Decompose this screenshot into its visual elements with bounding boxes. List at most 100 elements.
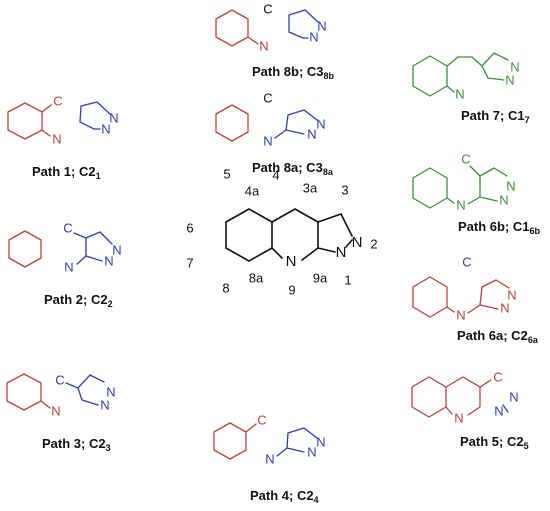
bond: [317, 247, 336, 253]
bond: [446, 197, 455, 204]
carbon-atom: C: [461, 151, 470, 166]
nitrogen-atom: N: [307, 126, 316, 141]
nitrogen-9: N: [286, 253, 297, 270]
carbon-atom: C: [257, 412, 266, 427]
bond: [446, 56, 459, 67]
nitrogen-atom: N: [307, 444, 316, 459]
carbon-atom: C: [55, 372, 64, 387]
atom-number: 1: [344, 272, 351, 287]
nitrogen-atom: N: [100, 397, 109, 412]
nitrogen-atom: N: [507, 287, 516, 302]
path4-caption: Path 4; C24: [250, 488, 319, 505]
path2-caption: Path 2; C22: [44, 292, 113, 309]
bond: [445, 406, 453, 415]
pyrazolidine-ring: [77, 374, 105, 406]
nitrogen-atom: N: [454, 410, 463, 425]
bond: [286, 447, 305, 453]
cyclohexane-ring: [225, 208, 273, 262]
cyclohexane-ring: [6, 373, 42, 411]
atom-number: 7: [186, 255, 193, 270]
carbon-atom: C: [263, 90, 272, 105]
nitrogen-atom: N: [455, 86, 464, 101]
path8b-caption: Path 8b; C38b: [252, 64, 335, 81]
carbon-atom: C: [462, 254, 471, 269]
atom-number: 6: [186, 220, 193, 235]
nitrogen-atom: N: [510, 59, 519, 74]
cyclohexane-ring: [215, 9, 249, 47]
nitrogen-atom: N: [109, 110, 118, 125]
bond: [471, 56, 483, 67]
atom-number: 2: [370, 236, 377, 251]
nitrogen-atom: N: [506, 178, 515, 193]
carbon-atom: C: [63, 220, 72, 235]
cyclohexane-ring: [213, 422, 247, 460]
core-molecule: N N N: [225, 208, 363, 270]
atom-number: 4a: [245, 183, 260, 198]
nitrogen-1: N: [336, 244, 347, 261]
nitrogen-2: N: [352, 234, 363, 251]
path8b-fragments: N C N N: [215, 1, 327, 53]
bond: [247, 36, 259, 45]
atom-number: 9: [288, 282, 295, 297]
pyrazolidine-ring: [79, 101, 111, 130]
bond: [479, 379, 492, 388]
bond: [245, 423, 257, 433]
nitrogen-atom: N: [265, 451, 274, 466]
atom-number: 3: [341, 182, 348, 197]
pyrazolidine-ring: [276, 427, 318, 457]
carbon-atom: C: [263, 1, 272, 16]
path6a-caption: Path 6a; C26a: [457, 328, 539, 345]
cyclohexane-ring: [215, 104, 249, 142]
cyclohexane-ring: [411, 376, 447, 418]
nitrogen-atom: N: [499, 192, 508, 207]
pyrazolidine-ring: [288, 9, 319, 39]
nitrogen-atom: N: [259, 38, 268, 53]
bond: [469, 165, 481, 177]
carbon-atom: C: [493, 369, 502, 384]
nitrogen-atom: N: [263, 133, 272, 148]
atom-number: 5: [223, 166, 230, 181]
atom-number: 8: [222, 280, 229, 295]
path3-fragments: N C N N: [6, 372, 116, 418]
nitrogen-atom: N: [309, 29, 318, 44]
nitrogen-atom: N: [505, 72, 514, 87]
bond: [65, 382, 79, 389]
nitrogen-atom: N: [456, 197, 465, 212]
bond: [317, 213, 342, 223]
pyrazolidine-ring: [479, 167, 508, 198]
path6b-fragments: N C N N: [412, 151, 516, 212]
bond: [40, 400, 51, 409]
nitrogen-atom: N: [52, 131, 61, 146]
bond: [85, 255, 103, 262]
cyclohexane-ring: [8, 230, 42, 268]
path3-caption: Path 3; C23: [42, 436, 111, 453]
nitrogen-atom: N: [101, 121, 110, 136]
path1-caption: Path 1; C21: [32, 164, 101, 181]
bond: [502, 404, 509, 413]
bond: [446, 85, 455, 93]
bond: [285, 129, 305, 135]
nitrogen-atom: N: [316, 434, 325, 449]
cyclohexane-ring: [412, 276, 448, 318]
path7-caption: Path 7; C17: [461, 108, 530, 125]
pyrazolidine-ring: [76, 231, 113, 265]
atom-number: 3a: [303, 180, 318, 195]
atom-number: 9a: [313, 270, 328, 285]
bond: [340, 213, 353, 237]
nitrogen-atom: N: [64, 259, 73, 274]
bond: [345, 239, 353, 248]
bond: [479, 304, 499, 310]
pyrazolidine-ring: [481, 52, 509, 81]
bond: [41, 104, 52, 113]
nitrogen-atom: N: [494, 403, 503, 418]
bond: [73, 232, 87, 239]
atom-number: 4: [272, 167, 279, 182]
carbon-atom: C: [53, 93, 62, 108]
path8a-caption: Path 8a; C38a: [252, 160, 334, 177]
cyclohexane-ring: [7, 102, 43, 140]
nitrogen-atom: N: [51, 403, 60, 418]
bond: [271, 247, 283, 259]
bond: [41, 129, 51, 137]
pyrazolidine-ring: [479, 279, 510, 306]
